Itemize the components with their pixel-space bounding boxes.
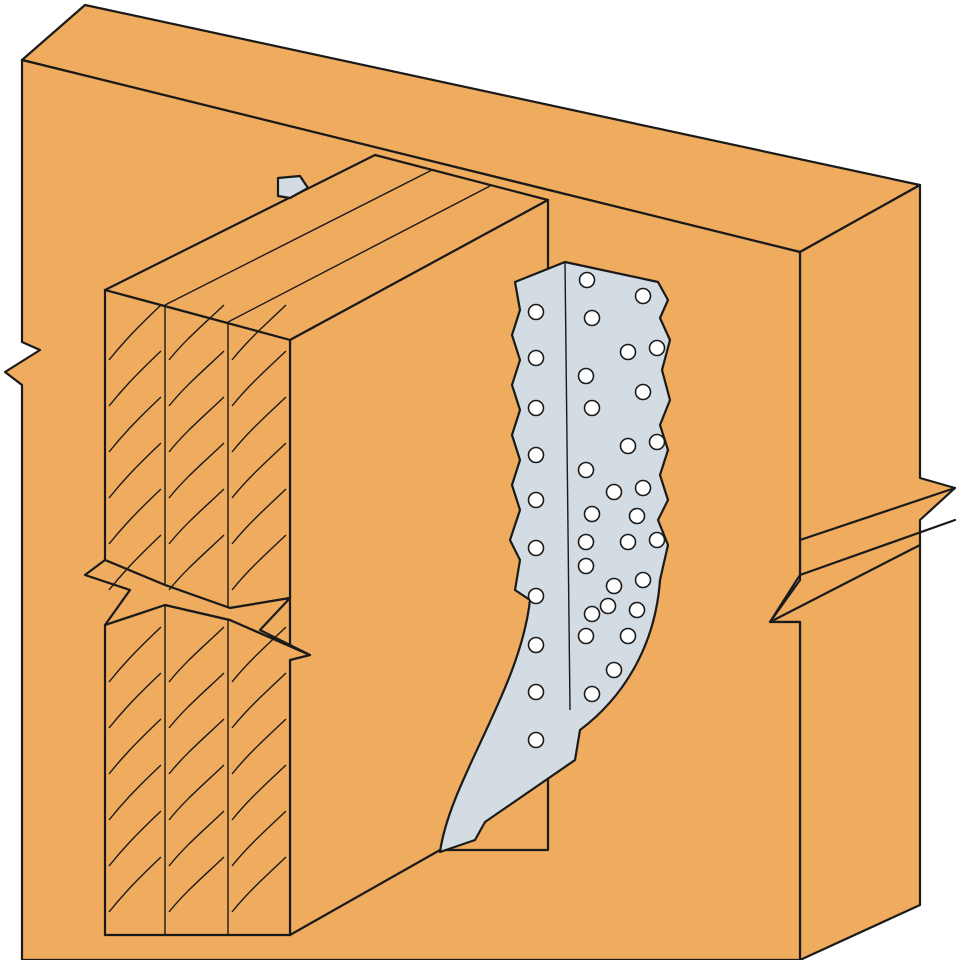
nail-hole xyxy=(583,399,601,417)
nail-hole xyxy=(577,627,595,645)
grain-line xyxy=(168,810,225,867)
nail-hole xyxy=(628,507,646,525)
grain-line xyxy=(231,442,287,499)
nail-hole xyxy=(583,505,601,523)
grain-line xyxy=(168,626,225,683)
grain-line xyxy=(108,672,162,729)
grain-line xyxy=(231,626,287,683)
grain-line xyxy=(108,396,162,453)
nail-hole xyxy=(634,479,652,497)
nail-hole xyxy=(527,731,545,749)
nail-hole xyxy=(577,367,595,385)
nail-hole xyxy=(577,461,595,479)
grain-line xyxy=(108,442,162,499)
grain-line xyxy=(168,534,225,591)
nail-holes xyxy=(527,271,666,749)
grain-line xyxy=(231,488,287,545)
grain-line xyxy=(168,856,225,913)
nail-hole xyxy=(648,433,666,451)
nail-hole xyxy=(628,601,646,619)
nail-hole xyxy=(583,309,601,327)
nail-hole xyxy=(583,685,601,703)
nail-hole xyxy=(527,636,545,654)
grain-line xyxy=(231,718,287,775)
hanger-bend-line xyxy=(564,261,571,711)
joist-break-face xyxy=(83,558,312,657)
nail-hole xyxy=(619,343,637,361)
grain-line xyxy=(231,396,287,453)
nail-hole xyxy=(577,533,595,551)
hanger-plate xyxy=(438,260,672,854)
nail-hole xyxy=(634,571,652,589)
header-break-lower xyxy=(768,486,956,624)
grain-line xyxy=(231,304,287,361)
grain-line xyxy=(231,764,287,821)
nail-hole xyxy=(634,287,652,305)
wood-grain-lines xyxy=(108,304,287,913)
hanger-top-tab xyxy=(276,174,310,200)
joist-ply-line xyxy=(164,169,491,323)
grain-line xyxy=(168,764,225,821)
nail-hole xyxy=(599,597,617,615)
grain-line xyxy=(108,488,162,545)
grain-line xyxy=(168,672,225,729)
nail-hole xyxy=(527,399,545,417)
nail-hole xyxy=(583,605,601,623)
grain-line xyxy=(231,672,287,729)
nail-hole xyxy=(527,587,545,605)
grain-line xyxy=(231,856,287,913)
grain-line xyxy=(168,488,225,545)
grain-line xyxy=(168,718,225,775)
grain-line xyxy=(231,350,287,407)
grain-line xyxy=(108,626,162,683)
nail-hole xyxy=(634,383,652,401)
grain-line xyxy=(108,856,162,913)
grain-line xyxy=(108,350,162,407)
grain-line xyxy=(108,534,162,591)
grain-line xyxy=(231,534,287,591)
nail-hole xyxy=(605,483,623,501)
nail-hole xyxy=(605,577,623,595)
grain-line xyxy=(231,810,287,867)
nail-hole xyxy=(527,349,545,367)
nail-hole xyxy=(527,683,545,701)
grain-line xyxy=(168,350,225,407)
nail-hole xyxy=(648,531,666,549)
nail-hole xyxy=(527,303,545,321)
nail-hole xyxy=(527,491,545,509)
grain-line xyxy=(108,810,162,867)
grain-line xyxy=(168,304,225,361)
nail-hole xyxy=(578,271,596,289)
nail-hole xyxy=(619,627,637,645)
nail-hole xyxy=(527,539,545,557)
nail-hole xyxy=(619,437,637,455)
grain-line xyxy=(108,764,162,821)
nail-hole xyxy=(648,339,666,357)
nail-hole xyxy=(527,446,545,464)
grain-line xyxy=(168,442,225,499)
joist-hanger xyxy=(276,174,672,854)
grain-line xyxy=(108,718,162,775)
nail-hole xyxy=(577,557,595,575)
joist-end-lower xyxy=(103,603,312,937)
grain-line xyxy=(168,396,225,453)
nail-hole xyxy=(619,533,637,551)
joist-ply-dividers xyxy=(164,305,229,935)
nail-hole xyxy=(605,661,623,679)
grain-line xyxy=(108,304,162,361)
